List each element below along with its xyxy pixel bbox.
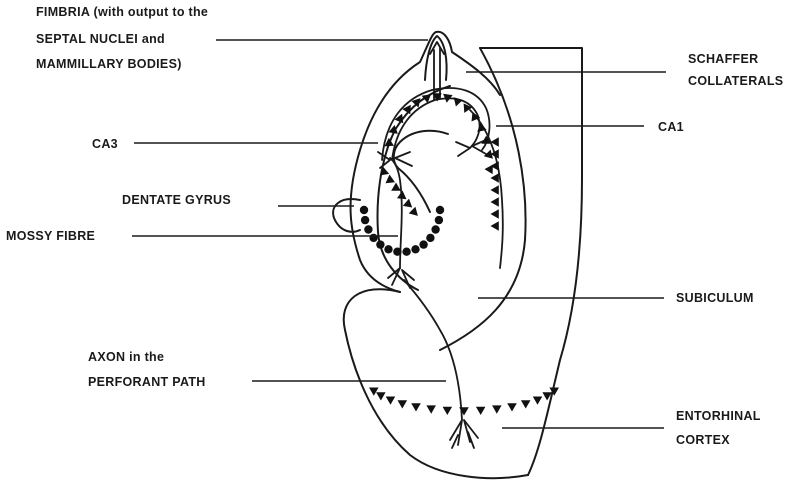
pyramidal-cell-ca3-lower [409, 207, 418, 216]
entorhinal-cell [476, 407, 486, 415]
entorhinal-cell [398, 400, 408, 408]
granule-cell-dentate [402, 248, 410, 256]
granule-cell-dentate [431, 225, 439, 233]
pyramidal-cell-ca1 [491, 185, 499, 195]
fibers [378, 42, 503, 448]
entorhinal-label-line2: CORTEX [676, 433, 730, 447]
granule-cell-dentate [393, 248, 401, 256]
entorhinal-cell [411, 403, 421, 411]
pyramidal-cell-ca3-lower [403, 199, 412, 208]
leader-lines [132, 40, 666, 428]
entorhinal-dendrites [450, 420, 478, 448]
entorhinal-lobe-outline [344, 289, 528, 478]
granule-cell-dentate [436, 206, 444, 214]
entorhinal-cell [376, 392, 386, 400]
pyramidal-cell-ca3-lower [391, 183, 401, 191]
dentate-bulge-outline [333, 199, 360, 232]
schaffer-label-line1: SCHAFFER [688, 52, 758, 66]
granule-cell-dentate [376, 240, 384, 248]
pyramidal-cell-ca3-lower [397, 191, 407, 200]
schaffer-label-line2: COLLATERALS [688, 74, 783, 88]
dentate-gyrus-label: DENTATE GYRUS [122, 193, 231, 207]
granule-cell-dentate [369, 234, 377, 242]
cell-bodies [360, 93, 559, 415]
entorhinal-cell [507, 403, 517, 411]
pyramidal-cell-ca1 [491, 197, 499, 207]
subiculum-label: SUBICULUM [676, 291, 754, 305]
perforant-path-axon [404, 280, 462, 420]
entorhinal-cell [426, 405, 436, 413]
granule-cell-dentate [360, 206, 368, 214]
granule-cell-dentate [361, 216, 369, 224]
fimbria-label-line3: MAMMILLARY BODIES) [36, 57, 182, 71]
pyramidal-cell-ca1 [491, 173, 499, 183]
entorhinal-cell [369, 388, 379, 396]
entorhinal-label-line1: ENTORHINAL [676, 409, 761, 423]
granule-cell-dentate [419, 240, 427, 248]
ca3-label: CA3 [92, 137, 118, 151]
pyramidal-cell-ca1 [491, 221, 499, 231]
axon-label-line1: AXON in the [88, 350, 164, 364]
granule-cell-dentate [411, 245, 419, 253]
axon-label-line2: PERFORANT PATH [88, 375, 206, 389]
granule-cell-dentate [384, 245, 392, 253]
pyramidal-cell-ca3 [454, 97, 463, 106]
fimbria-label-line2: SEPTAL NUCLEI and [36, 32, 165, 46]
entorhinal-cell [386, 397, 396, 405]
granule-cell-dentate [435, 216, 443, 224]
entorhinal-cell [533, 397, 543, 405]
mossy-fibre-label: MOSSY FIBRE [6, 229, 95, 243]
ca1-label: CA1 [658, 120, 684, 134]
entorhinal-cell [443, 407, 453, 415]
granule-cell-dentate [364, 225, 372, 233]
hippocampus-inner-outline [378, 86, 450, 290]
fimbria-label-line1: FIMBRIA (with output to the [36, 5, 208, 19]
pyramidal-cell-ca3-lower [386, 175, 396, 184]
entorhinal-cell [492, 405, 502, 413]
entorhinal-cell [521, 400, 531, 408]
subiculum-inner-outline [440, 48, 526, 350]
pyramidal-cell-ca1 [491, 209, 499, 219]
granule-cell-dentate [426, 234, 434, 242]
